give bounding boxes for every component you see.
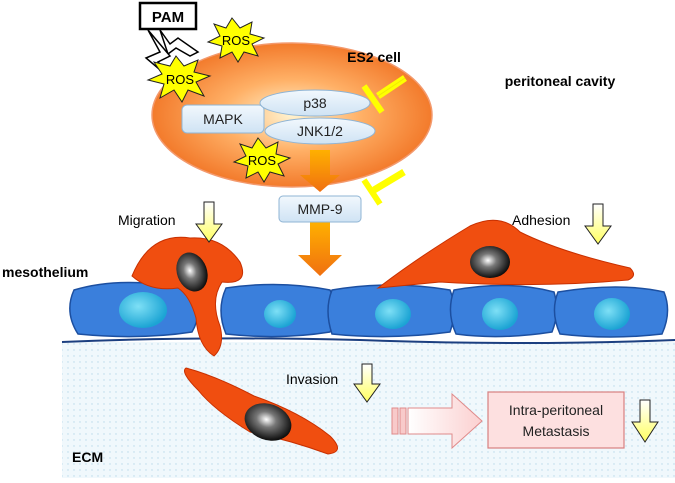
ros-burst-top: ROS — [206, 17, 266, 63]
ros-burst-icon — [232, 137, 292, 183]
invasion-label: Invasion — [286, 371, 338, 387]
jnk-label: JNK1/2 — [297, 123, 343, 139]
nucleus — [119, 292, 167, 328]
block-arrow-icon — [391, 392, 483, 450]
down-arrow-icon — [584, 203, 612, 245]
mesothelium-label: mesothelium — [2, 264, 88, 280]
ros-label: ROS — [248, 153, 277, 168]
ros-burst-icon — [206, 17, 266, 63]
metastasis-line2: Metastasis — [523, 423, 590, 439]
arrow-mapk-to-mmp9-icon — [300, 150, 340, 192]
mmp9-node — [278, 195, 362, 223]
p38-node — [259, 89, 371, 117]
jnk-node — [264, 117, 376, 145]
ros-label: ROS — [222, 33, 251, 48]
migrating-cell-nucleus — [176, 252, 208, 292]
mmp9-label: MMP-9 — [297, 201, 342, 217]
adhering-cell-nucleus — [470, 246, 510, 278]
pam-box — [138, 1, 198, 31]
inhibition-arrow-p38-icon — [361, 75, 407, 114]
pam-label: PAM — [152, 9, 184, 26]
inhibition-arrow-mmp9-icon — [361, 168, 406, 206]
nucleus — [375, 299, 411, 329]
metastasis-box — [487, 391, 625, 449]
p38-label: p38 — [303, 95, 327, 111]
ros-burst-center: ROS — [232, 137, 292, 183]
down-arrow-icon — [195, 201, 223, 243]
ros-burst-icon — [146, 55, 212, 103]
mapk-node — [181, 104, 265, 134]
invading-cell-nucleus — [244, 403, 292, 441]
arrow-mmp9-to-mesothelium-icon — [298, 222, 342, 276]
ecm-label: ECM — [72, 449, 103, 465]
migration-label: Migration — [118, 212, 176, 228]
nucleus — [482, 298, 518, 330]
adhesion-label: Adhesion — [512, 212, 570, 228]
nucleus — [264, 300, 296, 328]
es2-cell-label: ES2 cell — [347, 49, 401, 65]
metastasis-line1: Intra-peritoneal — [509, 402, 603, 418]
ros-burst-left: ROS — [146, 55, 212, 103]
migrating-cell — [131, 236, 244, 357]
down-arrow-icon — [353, 363, 381, 403]
ros-label: ROS — [166, 72, 195, 87]
mapk-label: MAPK — [203, 111, 243, 127]
lightning-bolt-icon — [159, 29, 200, 57]
mesothelial-layer — [69, 281, 669, 338]
nucleus — [594, 298, 630, 330]
down-arrow-icon — [631, 399, 659, 443]
peritoneal-cavity-label: peritoneal cavity — [505, 73, 616, 89]
basement-membrane — [61, 337, 675, 344]
